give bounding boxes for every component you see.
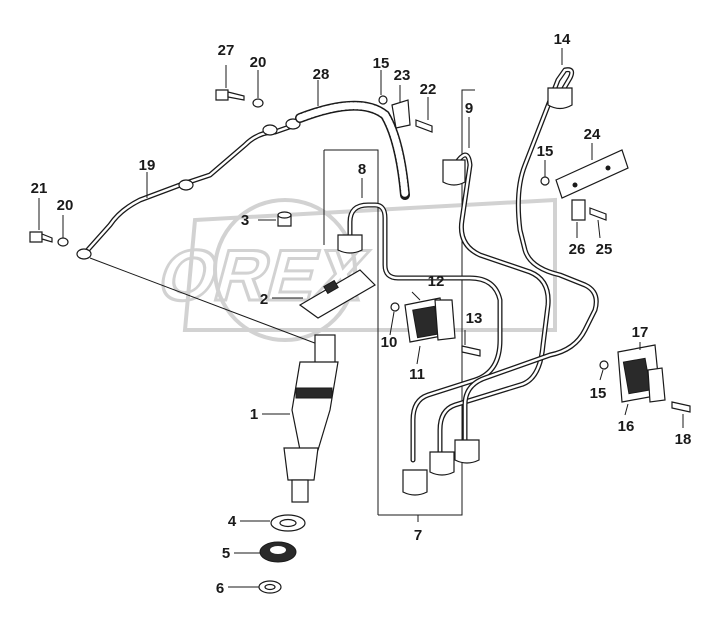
callout-26: 26 (569, 241, 586, 258)
leader-lines (38, 48, 684, 588)
bracket-plate (540, 149, 629, 221)
callouts: 27 20 28 15 23 22 9 14 19 21 20 8 3 2 12… (31, 31, 692, 597)
watermark: OREX (149, 197, 557, 342)
callout-13: 13 (466, 310, 483, 327)
callout-27: 27 (218, 42, 235, 59)
callout-24: 24 (584, 126, 601, 143)
callout-21: 21 (31, 180, 48, 197)
callout-1: 1 (250, 406, 258, 423)
fasteners (29, 89, 433, 247)
callout-25: 25 (596, 241, 613, 258)
callout-15: 15 (373, 55, 390, 72)
callout-11: 11 (409, 366, 425, 383)
callout-18: 18 (675, 431, 692, 448)
leak-off-line (76, 100, 410, 260)
callout-3: 3 (241, 212, 249, 229)
callout-6: 6 (216, 580, 224, 597)
injector (89, 257, 339, 503)
callout-14: 14 (554, 31, 571, 48)
callout-23: 23 (394, 67, 411, 84)
callout-15c: 15 (590, 385, 607, 402)
callout-8: 8 (358, 161, 366, 178)
injector-pipes (347, 67, 599, 463)
pipe-nuts (337, 87, 573, 496)
callout-15b: 15 (537, 143, 554, 160)
callout-2: 2 (260, 291, 268, 308)
callout-28: 28 (313, 66, 330, 83)
callout-20: 20 (250, 54, 267, 71)
callout-20b: 20 (57, 197, 74, 214)
clamp-and-nut (277, 211, 376, 319)
pipe-clamp-1 (390, 297, 481, 357)
callout-12: 12 (428, 273, 445, 290)
callout-5: 5 (222, 545, 230, 562)
pipe-clamp-2 (599, 344, 691, 413)
callout-22: 22 (420, 81, 437, 98)
callout-9: 9 (465, 100, 473, 117)
callout-17: 17 (632, 324, 649, 341)
callout-19: 19 (139, 157, 156, 174)
callout-4: 4 (228, 513, 237, 530)
washers (258, 514, 306, 594)
callout-16: 16 (618, 418, 635, 435)
callout-10: 10 (381, 334, 398, 351)
callout-7: 7 (414, 527, 422, 544)
fuel-lines-bracket (323, 89, 475, 522)
